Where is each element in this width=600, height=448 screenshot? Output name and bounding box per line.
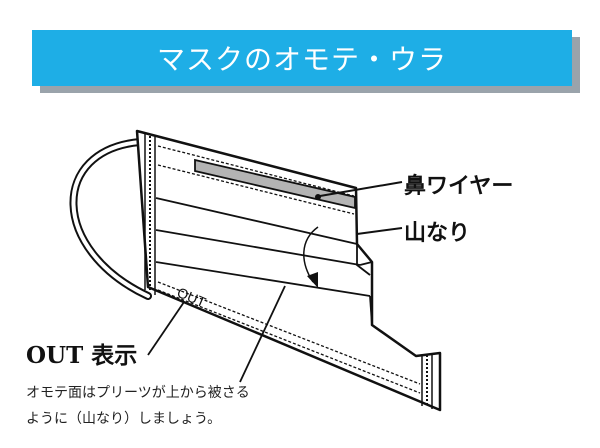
out-mark-callout bbox=[147, 301, 185, 356]
title-banner: マスクのオモテ・ウラ bbox=[32, 30, 572, 86]
top-stitch-2 bbox=[157, 164, 355, 215]
pleat-peak-label: 山なり bbox=[404, 221, 471, 246]
nose-wire-strip bbox=[194, 158, 356, 210]
top-stitch-1 bbox=[157, 145, 355, 197]
caption-line-1: オモテ面はプリーツが上から被さる bbox=[26, 385, 250, 401]
nose-wire-label: 鼻ワイヤー bbox=[404, 174, 514, 199]
caption-line-2: ように（山なり）しましょう。 bbox=[26, 411, 222, 427]
pleat-peak-callout bbox=[356, 227, 403, 235]
pleat-line-3 bbox=[155, 261, 371, 297]
bottom-stitch-1 bbox=[157, 281, 421, 385]
ear-loop-inner bbox=[71, 140, 150, 298]
pleat-line-1 bbox=[155, 197, 358, 245]
mask-body bbox=[135, 129, 442, 412]
pleat-caption-callout bbox=[239, 285, 286, 383]
pleat-line-2 bbox=[155, 229, 361, 266]
out-mark-label: OUT 表示 bbox=[26, 342, 138, 369]
nose-wire-callout bbox=[319, 181, 403, 197]
page-title: マスクのオモテ・ウラ bbox=[156, 43, 447, 76]
bottom-stitch-2 bbox=[157, 289, 421, 394]
